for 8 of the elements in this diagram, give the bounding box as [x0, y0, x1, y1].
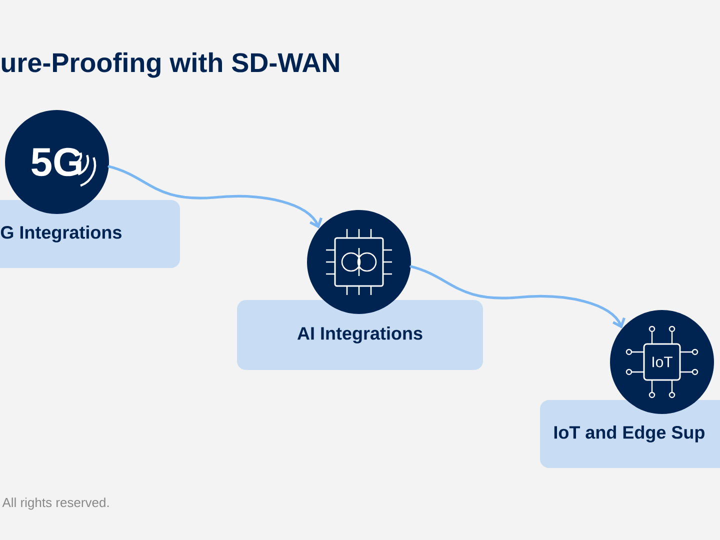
- label-box: G Integrations: [0, 200, 180, 268]
- curved-arrow: [108, 165, 322, 228]
- title: ure-Proofing with SD-WAN: [2, 52, 339, 78]
- curved-arrow: [410, 265, 626, 328]
- copyright-note: All rights reserved.: [2, 498, 109, 510]
- icon-circle: [307, 210, 411, 314]
- label-box: AI Integrations: [237, 300, 483, 370]
- label-box: IoT and Edge Sup: [540, 400, 720, 468]
